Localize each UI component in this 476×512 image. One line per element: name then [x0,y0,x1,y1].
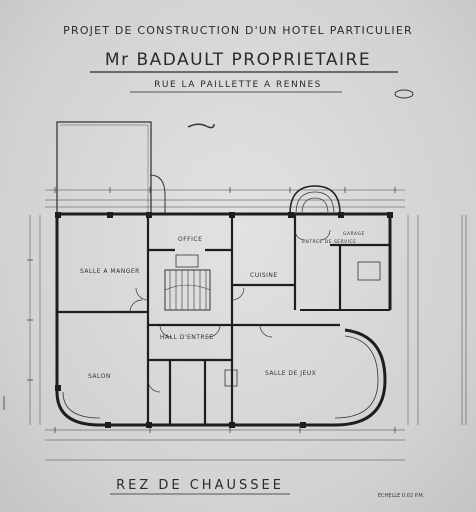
room-label: ENTREE DE SERVICE [302,240,357,245]
room-label: GARAGE [343,232,365,237]
room-label: SALON [88,373,111,380]
room-label: SALLE DE JEUX [265,370,317,377]
room-label: OFFICE [178,236,203,243]
project-title: PROJET DE CONSTRUCTION D'UN HOTEL PARTIC… [63,24,413,37]
handwritten-mark [187,123,215,129]
entrance-bay [289,185,341,215]
columns [55,212,393,428]
floor-label: REZ DE CHAUSSEE [116,478,284,493]
room-label: CUISINE [250,272,278,279]
room-label: HALL D'ENTREE [160,334,214,341]
staircase [164,269,211,311]
office-fixture [175,254,199,268]
scale-label: ECHELLE 0.02 P.M. [378,493,425,499]
terrace-stair [149,174,166,214]
room-label: SALLE A MANGER [80,268,140,275]
address-title: RUE LA PAILLETTE A RENNES [154,80,322,90]
garage-fixture [357,261,381,281]
door-swings [129,229,331,393]
owner-title: Mr BADAULT PROPRIETAIRE [104,50,372,70]
stamp-mark [394,89,414,99]
interior-walls [57,214,390,425]
